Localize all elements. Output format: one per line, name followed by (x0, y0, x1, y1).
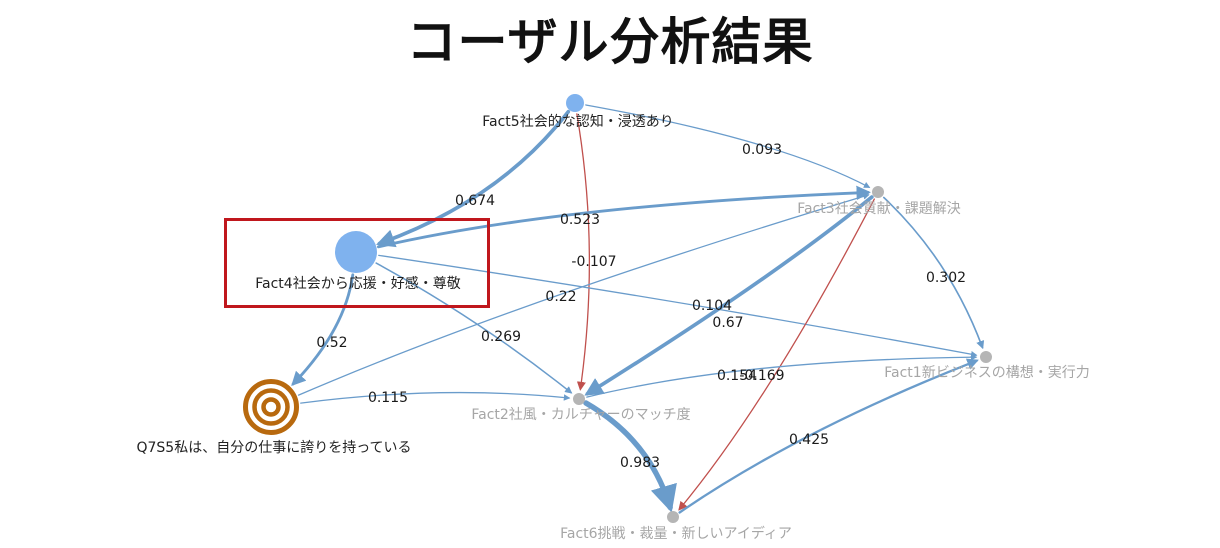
edge-fact4-fact3 (376, 185, 871, 249)
target-ring (252, 388, 290, 426)
target-ring (261, 397, 281, 417)
node-label-fact1: Fact1新ビジネスの構想・実行力 (884, 365, 1089, 381)
node-fact4 (335, 231, 377, 273)
edge-fact3-fact6 (678, 198, 875, 511)
edge-label-fact2-fact6: 0.983 (620, 455, 660, 471)
edge-label-fact5-fact2: -0.107 (571, 254, 616, 270)
edge-q7-fact3 (297, 193, 870, 396)
edge-label-q7-fact3: 0.22 (545, 289, 576, 305)
edge-fact5-fact4 (376, 109, 571, 248)
edges-layer (291, 104, 985, 514)
node-labels-layer: Fact5社会的な認知・浸透あり Fact4社会から応援・好感・尊敬 Fact3社会… (136, 113, 1089, 542)
edge-fact2-fact1 (586, 353, 978, 398)
edge-label-fact3-fact6: -0.169 (739, 368, 784, 384)
node-q7-target-icon (243, 379, 299, 435)
edge-fact4-q7 (291, 273, 355, 386)
node-label-fact3: Fact3社会貢献・課題解決 (797, 201, 960, 217)
edge-label-fact5-fact4: 0.674 (455, 193, 495, 209)
node-label-fact6: Fact6挑戦・裁量・新しいアイディア (560, 525, 792, 542)
edge-label-fact4-fact3: 0.523 (560, 212, 600, 228)
node-fact3 (872, 186, 884, 198)
node-fact5 (566, 94, 584, 112)
target-ring (243, 379, 299, 435)
edge-label-q7-fact2: 0.115 (368, 390, 408, 406)
edge-fact4-fact1 (378, 254, 978, 358)
edge-q7-fact2 (300, 391, 571, 404)
highlight-box (224, 218, 490, 308)
edge-fact6-fact1 (678, 358, 979, 514)
edge-label-fact6-fact1: 0.425 (789, 432, 829, 448)
node-fact1 (980, 351, 992, 363)
node-label-q7: Q7S5私は、自分の仕事に誇りを持っている (136, 440, 411, 456)
edge-fact2-fact6 (583, 400, 677, 513)
edge-fact3-fact2 (584, 195, 874, 396)
target-ring (267, 403, 275, 411)
edge-label-fact2-fact1: 0.154 (717, 368, 757, 384)
page-title: コーザル分析結果 (406, 13, 814, 71)
node-label-fact4: Fact4社会から応援・好感・尊敬 (255, 275, 460, 292)
edge-label-fact3-fact2: 0.67 (712, 315, 743, 331)
edge-fact5-fact2 (576, 113, 591, 391)
node-label-fact5: Fact5社会的な認知・浸透あり (482, 113, 673, 130)
edge-label-fact4-q7: 0.52 (316, 335, 347, 351)
node-fact2 (573, 393, 585, 405)
edge-label-fact5-fact3: 0.093 (742, 142, 782, 158)
node-label-fact2: Fact2社風・カルチャーのマッチ度 (471, 407, 690, 423)
edge-fact5-fact3 (585, 104, 871, 188)
edge-label-fact4-fact1: 0.104 (692, 298, 732, 314)
edge-label-fact4-fact2: 0.269 (481, 329, 521, 345)
edge-label-fact3-fact1: 0.302 (926, 270, 966, 286)
edge-labels-layer: 0.674 0.093 -0.107 0.523 0.52 0.269 0.104 0.22 0… (316, 142, 966, 471)
node-fact6 (667, 511, 679, 523)
edge-fact3-fact1 (882, 196, 985, 350)
nodes-layer (243, 94, 992, 523)
